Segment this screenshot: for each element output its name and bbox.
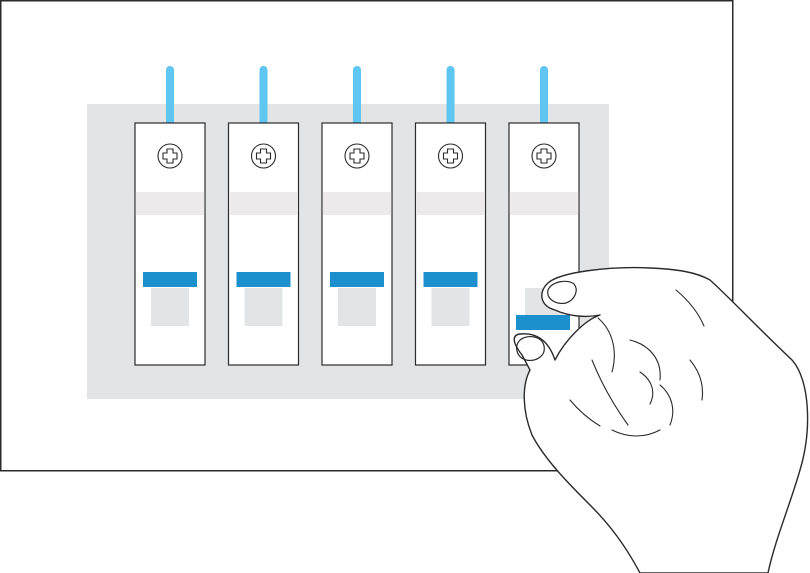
label-band	[323, 192, 392, 215]
toggle-handle	[237, 272, 291, 287]
handle-slot	[245, 288, 283, 326]
screw-icon	[158, 144, 182, 168]
handle-slot	[151, 288, 189, 326]
toggle-handle	[330, 272, 384, 287]
label-band	[229, 192, 298, 215]
screw-icon	[439, 144, 463, 168]
handle-slot	[432, 288, 470, 326]
label-band	[510, 192, 579, 215]
screw-icon	[532, 144, 556, 168]
toggle-handle	[143, 272, 197, 287]
toggle-handle	[424, 272, 478, 287]
screw-icon	[345, 144, 369, 168]
toggle-handle	[516, 315, 570, 330]
screw-icon	[252, 144, 276, 168]
handle-slot	[338, 288, 376, 326]
label-band	[136, 192, 205, 215]
label-band	[416, 192, 485, 215]
